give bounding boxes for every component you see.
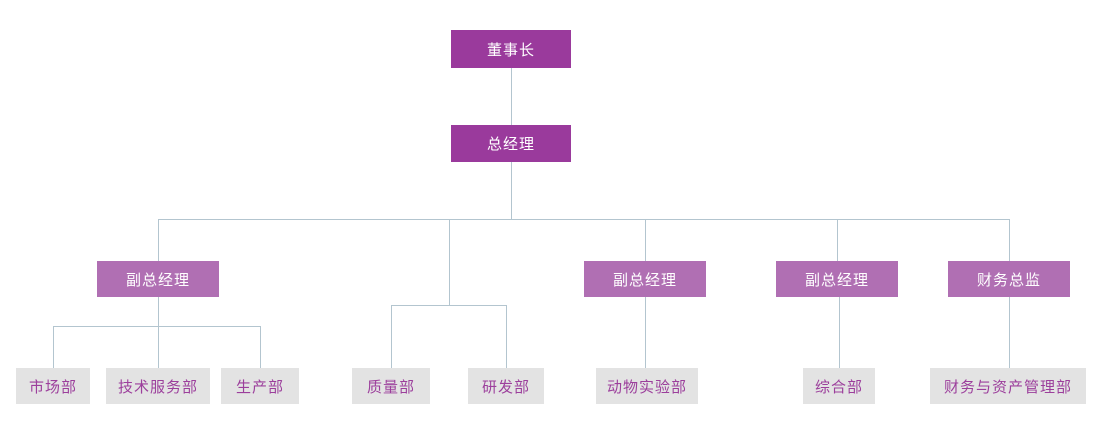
connector-line xyxy=(1009,219,1010,261)
connector-line xyxy=(839,297,840,368)
connector-line xyxy=(53,326,54,368)
node-vice-general-manager-3: 副总经理 xyxy=(776,261,898,297)
node-dept-animal-experiment: 动物实验部 xyxy=(596,368,698,404)
connector-line xyxy=(645,219,646,261)
connector-line xyxy=(53,326,260,327)
connector-line xyxy=(645,297,646,368)
connector-line xyxy=(158,326,159,368)
node-dept-production: 生产部 xyxy=(221,368,299,404)
node-general-manager: 总经理 xyxy=(451,125,571,162)
connector-line xyxy=(1009,297,1010,368)
node-vice-general-manager-1: 副总经理 xyxy=(97,261,219,297)
node-dept-finance-asset-management: 财务与资产管理部 xyxy=(930,368,1086,404)
connector-line xyxy=(391,305,392,368)
node-chairman: 董事长 xyxy=(451,30,571,68)
connector-line xyxy=(511,68,512,125)
node-dept-general-affairs: 综合部 xyxy=(803,368,875,404)
connector-line xyxy=(158,219,1009,220)
node-dept-quality: 质量部 xyxy=(352,368,430,404)
connector-line xyxy=(391,305,506,306)
connector-line xyxy=(158,297,159,326)
connector-line xyxy=(449,219,450,305)
connector-line xyxy=(260,326,261,368)
node-vice-general-manager-2: 副总经理 xyxy=(584,261,706,297)
connector-line xyxy=(158,219,159,261)
node-dept-marketing: 市场部 xyxy=(16,368,90,404)
node-dept-rnd: 研发部 xyxy=(468,368,544,404)
connector-line xyxy=(837,219,838,261)
connector-line xyxy=(511,162,512,219)
node-finance-director: 财务总监 xyxy=(948,261,1070,297)
node-dept-technical-service: 技术服务部 xyxy=(106,368,210,404)
connector-line xyxy=(506,305,507,368)
